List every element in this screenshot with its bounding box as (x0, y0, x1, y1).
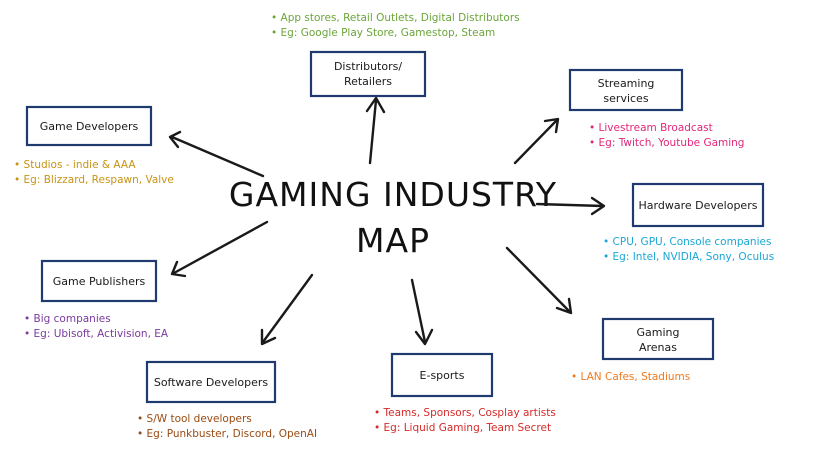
game-developers-box (25, 105, 153, 147)
hardware-label: Hardware Developers (639, 199, 758, 212)
streaming-box (568, 68, 684, 112)
node-publishers: Game Publishers • Big companies • Eg: Ub… (24, 259, 169, 340)
arrow-to-software (260, 273, 314, 346)
node-streaming: Streaming services • Livestream Broadcas… (568, 68, 744, 149)
central-title-line2: MAP (356, 221, 430, 260)
hardware-note1: • CPU, GPU, Console companies (603, 236, 771, 248)
publishers-label: Game Publishers (53, 275, 146, 288)
arrows (168, 96, 606, 346)
distributors-note2: • Eg: Google Play Store, Gamestop, Steam (271, 27, 495, 39)
node-esports: E-sports • Teams, Sponsors, Cosplay arti… (374, 352, 556, 434)
distributors-label-line2: Retailers (344, 75, 392, 88)
arrow-to-arenas (505, 246, 573, 315)
hardware-box (631, 182, 765, 228)
arrow-to-game-developers (168, 130, 265, 178)
arenas-label-line1: Gaming (637, 326, 680, 339)
arenas-label-line2: Arenas (639, 341, 677, 354)
arenas-box (601, 317, 715, 361)
software-label: Software Developers (154, 376, 269, 389)
arrow-to-distributors (365, 96, 386, 165)
game-developers-label: Game Developers (40, 120, 139, 133)
streaming-label-line1: Streaming (598, 77, 655, 90)
publishers-box (40, 259, 158, 303)
hardware-note2: • Eg: Intel, NVIDIA, Sony, Oculus (603, 251, 774, 263)
game-developers-note2: • Eg: Blizzard, Respawn, Valve (14, 174, 174, 186)
game-developers-note1: • Studios - indie & AAA (14, 159, 136, 171)
distributors-note1: • App stores, Retail Outlets, Digital Di… (271, 12, 520, 24)
arrow-to-publishers (170, 220, 269, 278)
distributors-label-line1: Distributors/ (334, 60, 402, 73)
esports-box (390, 352, 494, 398)
node-distributors: Distributors/ Retailers • App stores, Re… (271, 12, 520, 98)
node-arenas: Gaming Arenas • LAN Cafes, Stadiums (571, 317, 715, 383)
streaming-label-line2: services (603, 92, 648, 105)
node-hardware: Hardware Developers • CPU, GPU, Console … (603, 182, 774, 263)
publishers-note2: • Eg: Ubisoft, Activision, EA (24, 328, 169, 340)
software-note2: • Eg: Punkbuster, Discord, OpenAI (137, 428, 317, 440)
arrow-to-streaming (513, 117, 560, 165)
streaming-note1: • Livestream Broadcast (589, 122, 713, 134)
arrow-to-esports (410, 278, 434, 346)
arrow-to-hardware (535, 196, 606, 216)
esports-label: E-sports (420, 369, 465, 382)
esports-note2: • Eg: Liquid Gaming, Team Secret (374, 422, 551, 434)
publishers-note1: • Big companies (24, 313, 111, 325)
software-box (145, 360, 277, 404)
central-title-line1: GAMING INDUSTRY (229, 175, 557, 214)
streaming-note2: • Eg: Twitch, Youtube Gaming (589, 137, 744, 149)
arenas-note1: • LAN Cafes, Stadiums (571, 371, 690, 383)
central-title: GAMING INDUSTRY MAP (229, 175, 557, 260)
esports-note1: • Teams, Sponsors, Cosplay artists (374, 407, 556, 419)
distributors-box (309, 50, 427, 98)
node-game-developers: Game Developers • Studios - indie & AAA … (14, 105, 174, 186)
software-note1: • S/W tool developers (137, 413, 252, 425)
node-software: Software Developers • S/W tool developer… (137, 360, 317, 440)
